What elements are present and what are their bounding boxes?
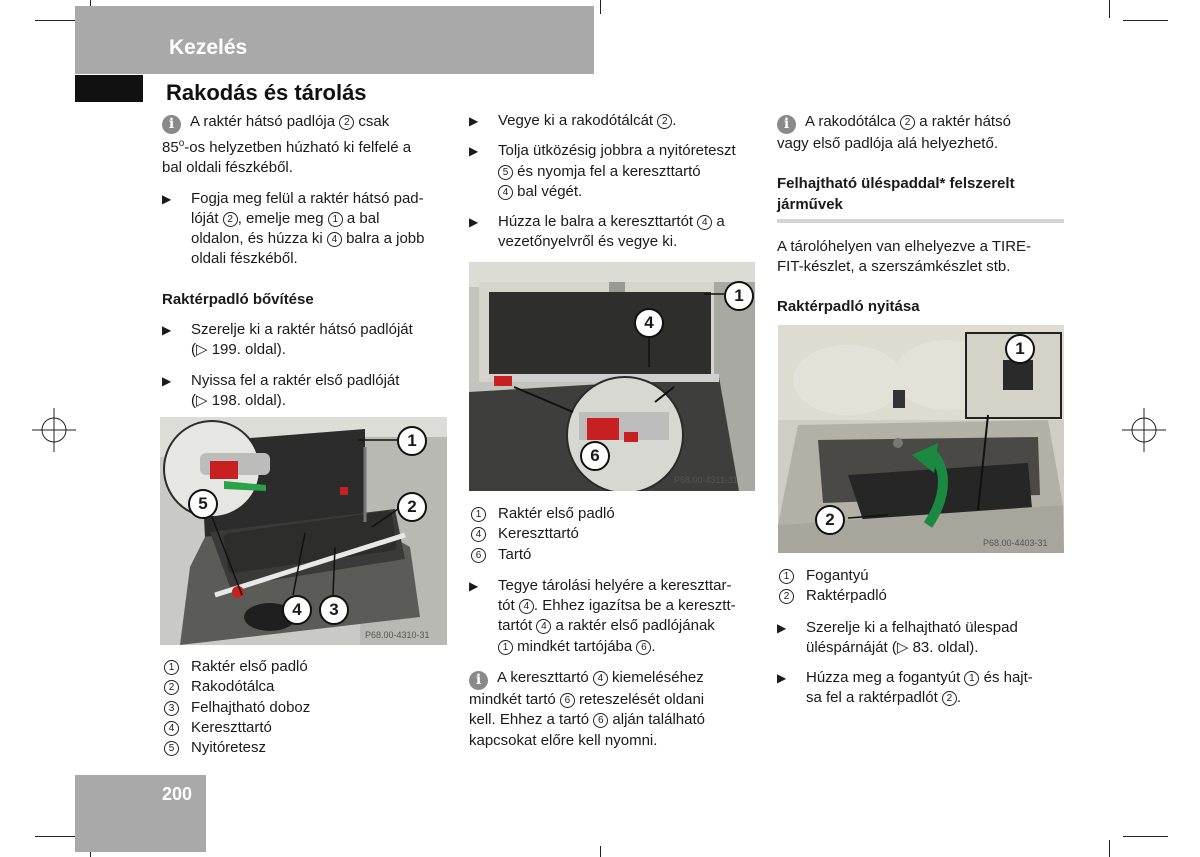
instruction-step: ▶Nyissa fel a raktér első padlóját(▷ 198… <box>162 371 400 409</box>
arrow-icon: ▶ <box>162 323 172 338</box>
callout-4: 4 <box>282 595 312 625</box>
page-number: 200 <box>162 784 193 804</box>
page-title: Rakodás és tárolás <box>166 80 367 105</box>
column-2: ▶Vegye ki a rakodótálcát 2. ▶Tolja ütköz… <box>469 111 759 253</box>
chapter-header-bar <box>75 6 594 74</box>
section-rule <box>777 218 1064 223</box>
arrow-icon: ▶ <box>162 373 172 388</box>
crop-mark <box>1109 0 1110 18</box>
registration-mark-right <box>1122 408 1166 452</box>
arrow-icon: ▶ <box>469 215 479 230</box>
callout-6: 6 <box>580 441 610 471</box>
info-icon: i <box>469 671 488 691</box>
arrow-icon: ▶ <box>469 144 479 159</box>
callout-2: 2 <box>815 505 845 535</box>
figure-crossbar: 1 4 6 P68.00-4311-31 <box>469 262 755 491</box>
arrow-icon: ▶ <box>777 671 787 686</box>
instruction-step: ▶Vegye ki a rakodótálcát 2. <box>469 111 759 131</box>
figure-code: P68.00-4310-31 <box>365 630 430 640</box>
callout-1: 1 <box>724 281 754 311</box>
arrow-icon: ▶ <box>162 191 172 206</box>
chapter-title: Kezelés <box>169 36 248 59</box>
crop-mark <box>35 836 77 837</box>
instruction-step: ▶Húzza meg a fogantyút 1 és hajt-sa fel … <box>777 669 1033 707</box>
figure-cargo-floor-open: 1 2 P68.00-4403-31 <box>778 325 1064 553</box>
callout-1: 1 <box>1005 334 1035 364</box>
figure-code: P68.00-4403-31 <box>983 538 1048 548</box>
page-number-tab <box>75 775 206 852</box>
paragraph: A tárolóhelyen van elhelyezve a TIRE-FIT… <box>777 237 1032 276</box>
arrow-icon: ▶ <box>469 578 479 593</box>
callout-1: 1 <box>397 426 427 456</box>
instruction-step: ▶Fogja meg felül a raktér hátsó pad-lójá… <box>162 189 425 268</box>
subheading: Raktérpadló bővítése <box>162 290 314 308</box>
subheading: Raktérpadló nyitása <box>777 298 920 316</box>
info-icon: i <box>777 115 796 134</box>
crop-mark <box>600 0 601 14</box>
callout-5: 5 <box>188 489 218 519</box>
crop-mark <box>1123 20 1168 21</box>
crop-mark <box>600 846 601 857</box>
crop-mark <box>1123 836 1168 837</box>
info-icon: i <box>162 115 181 134</box>
section-marker <box>75 75 143 102</box>
crop-mark <box>1109 840 1110 857</box>
arrow-icon: ▶ <box>469 114 479 128</box>
figure-cargo-tray: 1 2 5 4 3 P68.00-4310-31 <box>160 417 447 645</box>
callout-4: 4 <box>634 308 664 338</box>
arrow-icon: ▶ <box>777 620 787 635</box>
callout-3: 3 <box>319 595 349 625</box>
crop-mark <box>35 20 77 21</box>
callout-2: 2 <box>397 492 427 522</box>
registration-mark-left <box>32 408 76 452</box>
figure-code: P68.00-4311-31 <box>674 475 738 485</box>
instruction-step: ▶Tegye tárolási helyére a kereszttar-tót… <box>469 576 736 655</box>
instruction-step: ▶Szerelje ki a raktér hátsó padlóját(▷ 1… <box>162 321 413 359</box>
